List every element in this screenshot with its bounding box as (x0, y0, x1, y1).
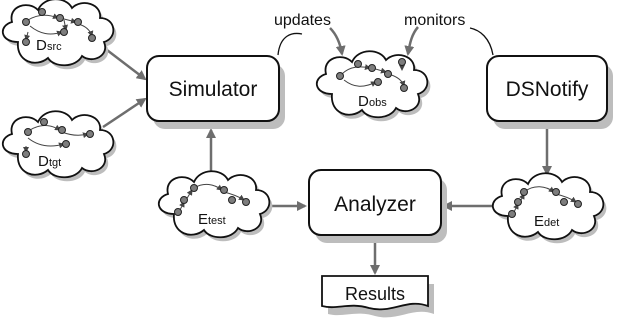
node-analyzer: Analyzer (308, 169, 447, 243)
d-src-main: D (36, 37, 47, 54)
node-dsnotify: DSNotify (486, 55, 613, 129)
edge-monitors-arrow (404, 26, 419, 56)
simulator-label: Simulator (169, 78, 258, 101)
d-obs-main: D (358, 93, 369, 110)
d-tgt-main: D (38, 153, 49, 170)
edge-dtgt-to-simulator (102, 97, 147, 129)
analyzer-label: Analyzer (334, 193, 416, 216)
e-test-sub: test (208, 215, 226, 227)
cloud-d-obs: D obs (315, 50, 431, 122)
edge-simulator-updates-dobs (277, 32, 303, 56)
e-det-main: E (534, 213, 544, 230)
d-tgt-sub: tgt (49, 157, 61, 169)
d-obs-sub: obs (369, 97, 387, 109)
results-label: Results (345, 284, 405, 304)
dsnotify-label: DSNotify (506, 78, 589, 101)
e-test-main: E (198, 211, 208, 228)
edge-dsnotify-monitors-dobs (469, 27, 494, 56)
edge-dsrc-to-simulator (102, 46, 147, 81)
edge-label-updates: updates (274, 12, 331, 29)
e-det-sub: det (544, 217, 559, 229)
cloud-d-src: D src (1, 0, 117, 70)
cloud-e-det: E det (491, 172, 607, 244)
cloud-e-test: E test (157, 170, 273, 242)
labeled-edges (277, 26, 494, 56)
d-src-sub: src (47, 41, 62, 53)
node-simulator: Simulator (146, 55, 285, 129)
node-results: Results (321, 275, 434, 318)
edge-updates-arrow (329, 27, 346, 56)
cloud-d-tgt: D tgt (1, 110, 117, 182)
edge-label-monitors: monitors (404, 12, 465, 29)
